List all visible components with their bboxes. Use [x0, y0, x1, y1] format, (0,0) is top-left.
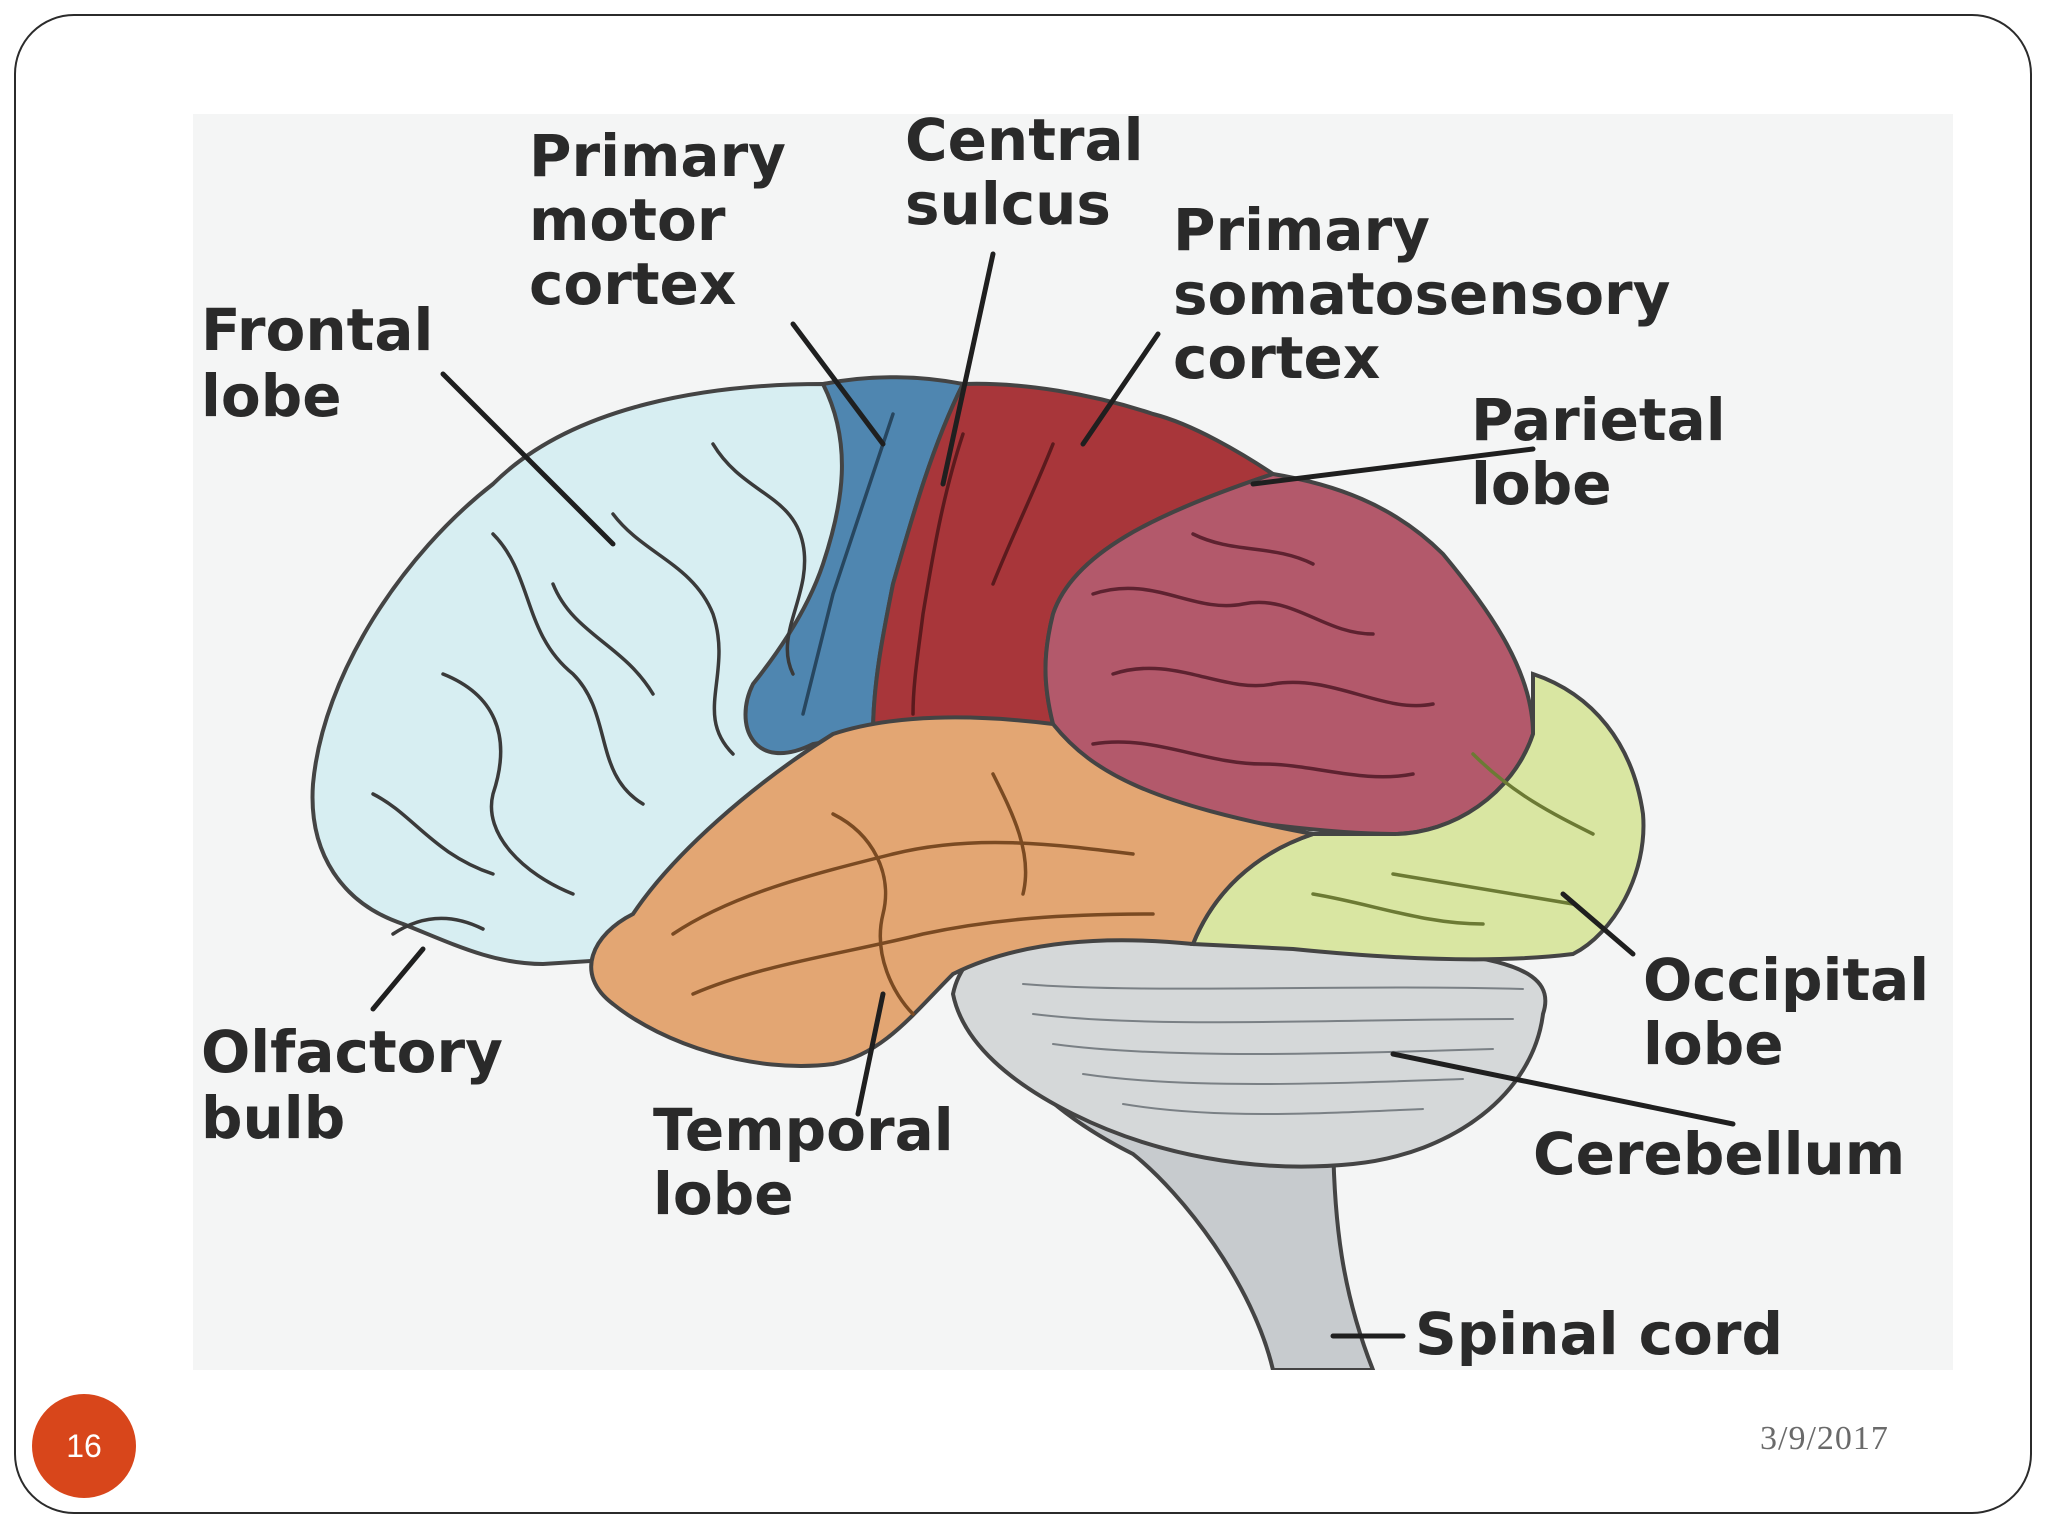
- brain-diagram: Primary motor cortex Central sulcus Prim…: [193, 114, 1953, 1370]
- label-spinal-cord: Spinal cord: [1415, 1300, 1783, 1368]
- leader-parietal: [1250, 446, 1536, 487]
- leader-olfactory: [370, 946, 426, 1012]
- temporal-lobe-region: [589, 715, 1321, 1068]
- somatosensory-gyri: [911, 432, 1055, 716]
- leader-occipital: [1560, 891, 1636, 957]
- leader-cerebellum: [1390, 1051, 1736, 1127]
- motor-gyri: [801, 412, 895, 716]
- slide-number-text: 16: [66, 1427, 102, 1464]
- label-primary-motor-cortex: Primary motor cortex: [529, 122, 806, 318]
- leader-central-sulcus: [940, 251, 996, 487]
- leader-motor: [790, 321, 886, 447]
- leader-frontal: [440, 371, 616, 547]
- label-temporal-lobe: Temporal lobe: [653, 1096, 974, 1228]
- occipital-gyri: [1311, 752, 1595, 926]
- leader-temporal: [855, 991, 886, 1117]
- label-primary-somatosensory-cortex: Primary somatosensory cortex: [1173, 196, 1691, 392]
- brain-diagram-svg: Primary motor cortex Central sulcus Prim…: [201, 114, 1949, 1370]
- label-central-sulcus: Central sulcus: [905, 114, 1164, 238]
- label-frontal-lobe: Frontal lobe: [201, 296, 454, 430]
- frontal-gyri: [371, 442, 807, 896]
- label-olfactory-bulb: Olfactory bulb: [201, 1018, 523, 1152]
- slide-number-badge: 16: [32, 1394, 136, 1498]
- temporal-gyri: [671, 772, 1155, 1016]
- label-occipital-lobe: Occipital lobe: [1643, 946, 1949, 1078]
- parietal-gyri: [1091, 532, 1435, 779]
- occipital-lobe-region: [1190, 671, 1646, 962]
- label-cerebellum: Cerebellum: [1533, 1120, 1905, 1188]
- label-parietal-lobe: Parietal lobe: [1471, 386, 1746, 518]
- slide-date: 3/9/2017: [1760, 1420, 1889, 1457]
- cerebellum-folia: [1022, 983, 1524, 1115]
- olfactory-bulb-shape: [391, 916, 485, 936]
- leader-somatosensory: [1080, 331, 1161, 447]
- leader-lines: [370, 251, 1736, 1339]
